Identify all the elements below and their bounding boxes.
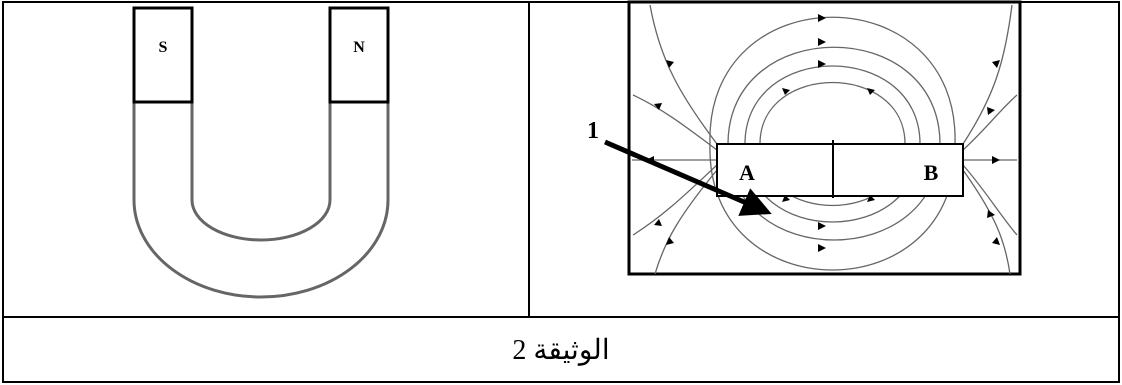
horseshoe-magnet: S N bbox=[132, 6, 390, 299]
pole-box-s bbox=[132, 6, 194, 104]
field-lines bbox=[632, 4, 1018, 274]
pole-label-n: N bbox=[353, 39, 365, 56]
pole-label-a: A bbox=[739, 160, 755, 185]
field-frame bbox=[627, 0, 1022, 276]
pole-label-b: B bbox=[924, 160, 939, 185]
pole-label-s: S bbox=[159, 39, 168, 56]
bar-magnet-diagram: A B 1 bbox=[587, 0, 1022, 276]
document-caption: الوثيقة 2 bbox=[512, 334, 610, 366]
pointer-arrow bbox=[604, 139, 772, 216]
field-arrows bbox=[646, 14, 1000, 252]
pole-box-n bbox=[328, 6, 390, 104]
horseshoe-body bbox=[132, 100, 390, 299]
bar-magnet bbox=[716, 143, 964, 197]
pointer-label: 1 bbox=[587, 118, 599, 144]
